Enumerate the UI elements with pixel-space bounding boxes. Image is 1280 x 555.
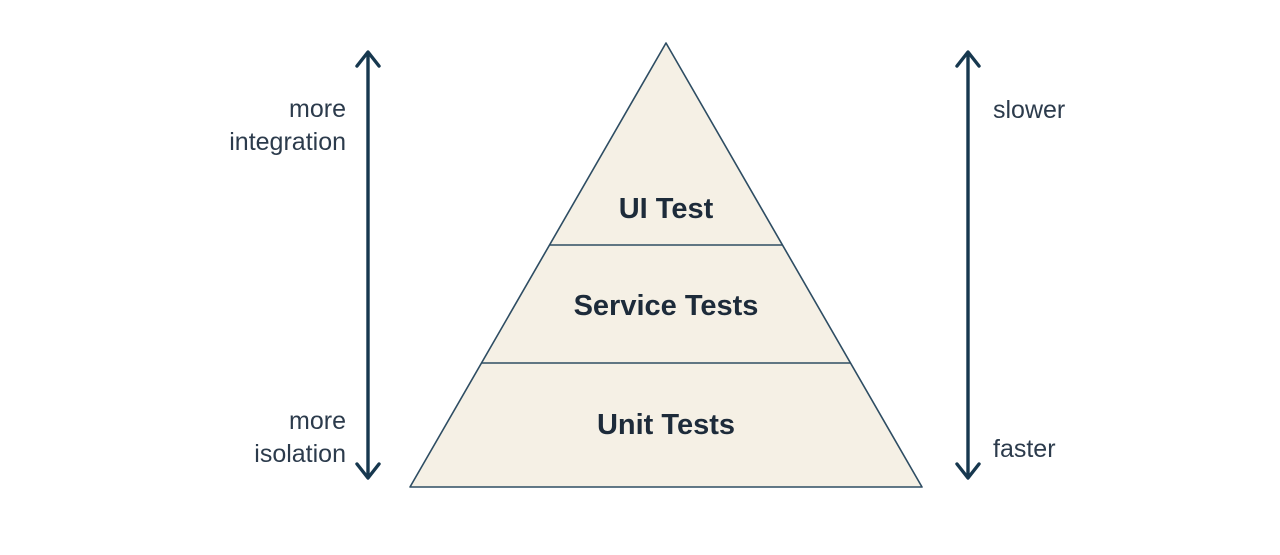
left-axis-bottom-label-line1: more: [289, 407, 346, 435]
right-axis-top-label: slower: [993, 96, 1065, 124]
level-label-service-tests: Service Tests: [574, 290, 759, 322]
left-axis-labels: more integration more isolation: [229, 95, 346, 468]
right-axis-labels: slower faster: [993, 96, 1065, 463]
arrow-down-icon: [355, 462, 381, 480]
left-axis-top-label-line2: integration: [229, 128, 346, 156]
pyramid-outline: [409, 42, 923, 488]
left-axis-arrow: [355, 50, 381, 480]
level-label-unit-tests: Unit Tests: [597, 409, 735, 441]
left-axis-top-label-line1: more: [289, 95, 346, 123]
arrow-up-icon: [955, 50, 981, 68]
arrow-up-icon: [355, 50, 381, 68]
right-axis-arrow: [955, 50, 981, 480]
right-axis-bottom-label: faster: [993, 435, 1056, 463]
left-axis-bottom-label-line2: isolation: [254, 440, 346, 468]
arrow-down-icon: [955, 462, 981, 480]
level-label-ui-tests: UI Test: [619, 193, 714, 225]
pyramid: UI Test Service Tests Unit Tests: [409, 42, 923, 488]
